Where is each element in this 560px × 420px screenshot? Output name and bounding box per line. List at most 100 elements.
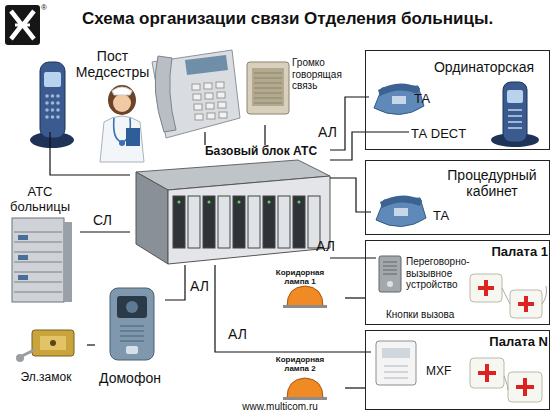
intercom-panel-part	[120, 326, 144, 341]
dect-phone-part	[56, 101, 60, 105]
node-text: ТА	[433, 209, 459, 224]
desk-phone-part	[193, 94, 201, 100]
desk-phone-part	[206, 103, 214, 109]
nurse-figure	[100, 85, 144, 162]
nurse-post: Пост Медсестры	[30, 40, 240, 132]
corridor-lamp-part	[283, 397, 327, 400]
desk-phone-part	[217, 92, 225, 98]
intercom-panel-part	[126, 346, 138, 354]
dect-phone-part	[56, 94, 60, 98]
pbx-base-unit-part	[248, 196, 260, 248]
dect-phone-part	[51, 108, 55, 112]
dect-phone-part	[51, 94, 55, 98]
node-text: Громко говорящая связь	[292, 57, 348, 92]
lock-node: Эл.замок	[5, 325, 87, 390]
node-text: Коридорная лампа 2	[270, 355, 330, 373]
line-label: АЛ	[316, 238, 346, 254]
dect-phone	[30, 62, 74, 148]
node-text: Процедурный кабинет	[436, 167, 548, 199]
pbx-base-unit-part	[238, 201, 241, 204]
desk-phone-part	[152, 50, 240, 138]
call-device-part	[383, 262, 397, 274]
pbx-base-unit: Базовый блок АТС	[130, 145, 330, 265]
diagram-title: Схема организации связи Отделения больни…	[82, 9, 552, 29]
call-buttons-part	[518, 296, 534, 312]
call-device	[379, 256, 401, 292]
dect-phone-part	[40, 62, 65, 138]
desk-phone-part	[185, 55, 228, 75]
line-label: АЛ	[190, 278, 220, 294]
nurse-figure-part	[112, 87, 132, 95]
connector-line	[330, 257, 376, 258]
node-text: Коридорная лампа 1	[270, 268, 330, 286]
call-buttons	[470, 274, 547, 318]
pbx-base-unit-part	[218, 196, 230, 248]
connector-line	[80, 231, 130, 232]
connector-line	[204, 132, 205, 145]
call-device-part	[379, 256, 401, 292]
node-text: Домофон	[95, 370, 165, 386]
connector-line	[50, 132, 130, 175]
dect-phone-part	[45, 115, 49, 119]
nurse-figure-part	[108, 85, 136, 115]
ward-call-button-part	[516, 378, 534, 396]
dect-node: ТА DECT	[409, 81, 549, 147]
watermark-url: www.multicom.ru	[215, 401, 345, 413]
mxf-device-part	[382, 348, 410, 358]
desk-phone-part	[194, 104, 202, 110]
corridor-lamp-part	[283, 305, 327, 308]
node-text: ТА	[414, 92, 440, 107]
node-text: MXF	[426, 365, 460, 379]
connector-line	[87, 344, 95, 345]
ward-call-button-part	[478, 364, 496, 382]
dect-phone-part	[44, 72, 61, 87]
line-label: АЛ	[318, 124, 348, 140]
room-box: Процедурный кабинетТА	[365, 160, 550, 235]
pbx-base-unit-part	[268, 201, 271, 204]
connector-line	[345, 297, 365, 298]
call-buttons-node: Кнопки вызова	[386, 297, 549, 325]
call-buttons-part	[478, 280, 494, 296]
line-label: АЛ	[228, 326, 258, 342]
dect-phone-ordinator	[491, 82, 539, 147]
call-buttons-part	[510, 290, 542, 318]
hospital-pbx-rack-part	[64, 222, 72, 302]
connector-line	[330, 132, 409, 160]
electric-lock-part	[22, 350, 34, 356]
mxf-device	[376, 341, 416, 385]
pbx-base-unit-part	[263, 196, 275, 248]
nurse-figure-part	[113, 94, 131, 112]
desk-phone-part	[216, 82, 224, 88]
corridor-lamp	[283, 378, 327, 400]
pbx-base-unit-part	[178, 201, 181, 204]
ward-box: Палата 1Переговорно-вызывное устройствоК…	[365, 240, 550, 325]
loudspeaker-part	[252, 68, 284, 106]
dect-phone-part	[45, 101, 49, 105]
line-label: СЛ	[93, 212, 123, 228]
pbx-base-unit-part	[168, 176, 330, 264]
intercom-panel-part	[110, 288, 154, 360]
hospital-pbx-rack-part	[18, 255, 28, 260]
dect-phone-part	[45, 108, 49, 112]
registered-mark: ®	[41, 3, 55, 12]
phone-ordinator-part	[378, 83, 420, 96]
desk-phone-part	[195, 114, 203, 120]
pbx-base-unit-part	[136, 172, 168, 264]
call-buttons-part	[502, 286, 547, 304]
desk-phone-part	[155, 56, 176, 132]
ward-call-button-part	[470, 358, 504, 388]
desk-phone-part	[205, 93, 213, 99]
logo-part	[5, 5, 40, 45]
nurse-figure-part	[126, 128, 140, 146]
node-text: Кнопки вызова	[386, 309, 468, 321]
loudspeaker-part	[247, 62, 289, 114]
desk-phone-part	[207, 113, 215, 119]
pbx-base-unit-part	[188, 196, 200, 248]
dect-phone-part	[51, 101, 55, 105]
connector-line	[330, 97, 369, 150]
nurse-figure-part	[100, 116, 144, 162]
dect-phone-part	[56, 115, 60, 119]
hospital-pbx-rack-part	[14, 232, 62, 292]
logo-part	[11, 11, 34, 39]
